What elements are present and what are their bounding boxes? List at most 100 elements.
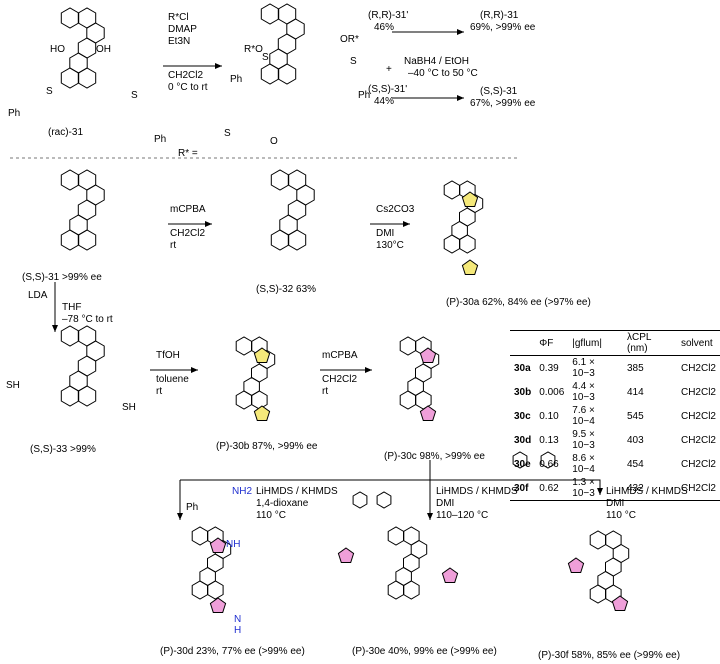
atom-ph-31-right: Ph (154, 134, 167, 145)
spiro-xanthene-ring (589, 530, 607, 550)
compound-rr-31-prime: (R,R)-31' (368, 10, 409, 21)
thiophene-ring (253, 347, 271, 363)
binaphthol-ester-ring (277, 33, 297, 55)
dioxide-helicene-ring (399, 390, 417, 410)
reagent-dmap: DMAP (168, 24, 197, 35)
binaphthol-ring (77, 229, 97, 251)
compound-ss-31-prime: (S,S)-31' (368, 84, 408, 95)
spiro-xanthene-ring (589, 584, 607, 604)
compound-cell: 30d (514, 434, 532, 446)
thiophene-dioxide-ring (419, 405, 437, 421)
thiophene-ring (253, 405, 271, 421)
binaphthol-ester-ring (286, 18, 305, 40)
table-cell: 0.66 (539, 458, 559, 470)
fluorene-ring (352, 491, 368, 509)
atom-s-31p-right: S (350, 56, 357, 67)
compound-p-30c: (P)-30c 98%, >99% ee (384, 451, 485, 462)
table-cell: 6.1 × 10−3 (572, 357, 595, 379)
thiophene-helicene-ring (251, 390, 268, 410)
cond-amine-solvent: 1,4-dioxane (256, 498, 309, 509)
atom-so2-camphor: S (224, 128, 231, 139)
binaphthol-ring (77, 169, 97, 191)
table-cell: 1.3 × 10−3 (568, 476, 623, 501)
table-cell: 7.6 × 10−4 (572, 405, 595, 427)
binaphthol-ester-ring (277, 3, 297, 25)
table-header: |gflum| (568, 330, 623, 356)
amine-ph: Ph (186, 502, 199, 513)
solvent-thf: THF (62, 302, 82, 313)
thiophene-helicene-ring (235, 336, 253, 356)
furan-helicene-ring (459, 234, 476, 254)
dithiol-ring (77, 325, 97, 347)
temp-lda: –78 °C to rt (62, 314, 113, 325)
furan-helicene-ring (443, 234, 461, 254)
reduction-temperature: –40 °C to 50 °C (408, 68, 478, 79)
cond-fluorene-temp: 110–120 °C (436, 510, 489, 521)
binaphthol-ring (60, 229, 80, 251)
cyclopentadiene-ring (567, 557, 585, 573)
dioxide-helicene-ring (399, 336, 417, 356)
reagent-nabh4: NaBH4 / EtOH (404, 56, 470, 67)
atom-o-camphor: O (270, 136, 278, 147)
atom-h-bottom: H (234, 625, 242, 636)
sulfone-ring (296, 184, 315, 206)
compound-p-30f: (P)-30f 58%, 85% ee (>99% ee) (538, 650, 681, 661)
table-cell: 545 (626, 410, 644, 422)
sulfone-ring (287, 169, 307, 191)
reagent-r-star-cl: R*Cl (168, 12, 189, 23)
table-cell: 0.10 (539, 410, 559, 422)
cond-amine-base: LiHMDS / KHMDS (256, 486, 338, 497)
binaphthol-ring (77, 67, 97, 89)
atom-or-star: OR* (340, 34, 359, 45)
pyrrole-ring (209, 537, 227, 553)
temp-tfoh: rt (156, 386, 163, 397)
xanthene-ring (512, 451, 528, 469)
sulfone-ring (287, 199, 307, 221)
cond-xanthene-temp: 110 °C (606, 510, 636, 521)
dithiol-ring (60, 385, 80, 407)
atom-s-31-right: S (131, 90, 138, 101)
dithiol-ring (69, 370, 88, 392)
table-header: λCPL (nm) (622, 330, 677, 356)
cond-fluorene-base: LiHMDS / KHMDS (436, 486, 518, 497)
binaphthol-ring (60, 7, 80, 29)
compound-p-30d: (P)-30d 23%, 77% ee (>99% ee) (160, 646, 305, 657)
table-cell: CH2Cl2 (680, 362, 716, 374)
table-cell: CH2Cl2 (676, 476, 720, 501)
compound-cell: 30f (510, 476, 536, 501)
temp-mcpba-2: rt (322, 386, 329, 397)
atom-sh-right: SH (122, 402, 136, 413)
sulfone-ring (287, 229, 307, 251)
compound-ss-31: (S,S)-31 >99% ee (22, 272, 102, 283)
binaphthol-ring (69, 214, 88, 236)
atom-ph-31p-right: Ph (358, 90, 371, 101)
binaphthol-ring (77, 37, 97, 59)
cyclopentadiene-ring (611, 595, 629, 611)
table-cell: CH2Cl2 (680, 434, 716, 446)
table-cell: 454 (626, 458, 644, 470)
dithiol-ring (60, 325, 80, 347)
atom-oh-31: OH (96, 44, 111, 55)
table-cell: 0.13 (539, 434, 559, 446)
thiophene-helicene-ring (235, 390, 253, 410)
compound-cell: 30b (514, 386, 532, 398)
compound-ss-31: (S,S)-31 (480, 86, 518, 97)
binaphthol-ring (86, 22, 105, 44)
compound-rr-31: (R,R)-31 (480, 10, 519, 21)
table-cell: CH2Cl2 (680, 386, 716, 398)
yield-ss-31: 67%, >99% ee (470, 98, 536, 109)
r-star-definition: R* = (178, 148, 198, 159)
dithiol-ring (77, 355, 97, 377)
cyclopentadiene-ring (337, 547, 355, 563)
table-cell: 0.39 (539, 362, 559, 374)
cond-fluorene-solvent: DMI (436, 498, 455, 509)
table-cell: 8.6 × 10−4 (572, 453, 595, 475)
binaphthol-ester-ring (269, 48, 288, 70)
reagent-tfoh: TfOH (156, 350, 180, 361)
binaphthol-ring (60, 67, 80, 89)
temp-mcpba-1: rt (170, 240, 177, 251)
